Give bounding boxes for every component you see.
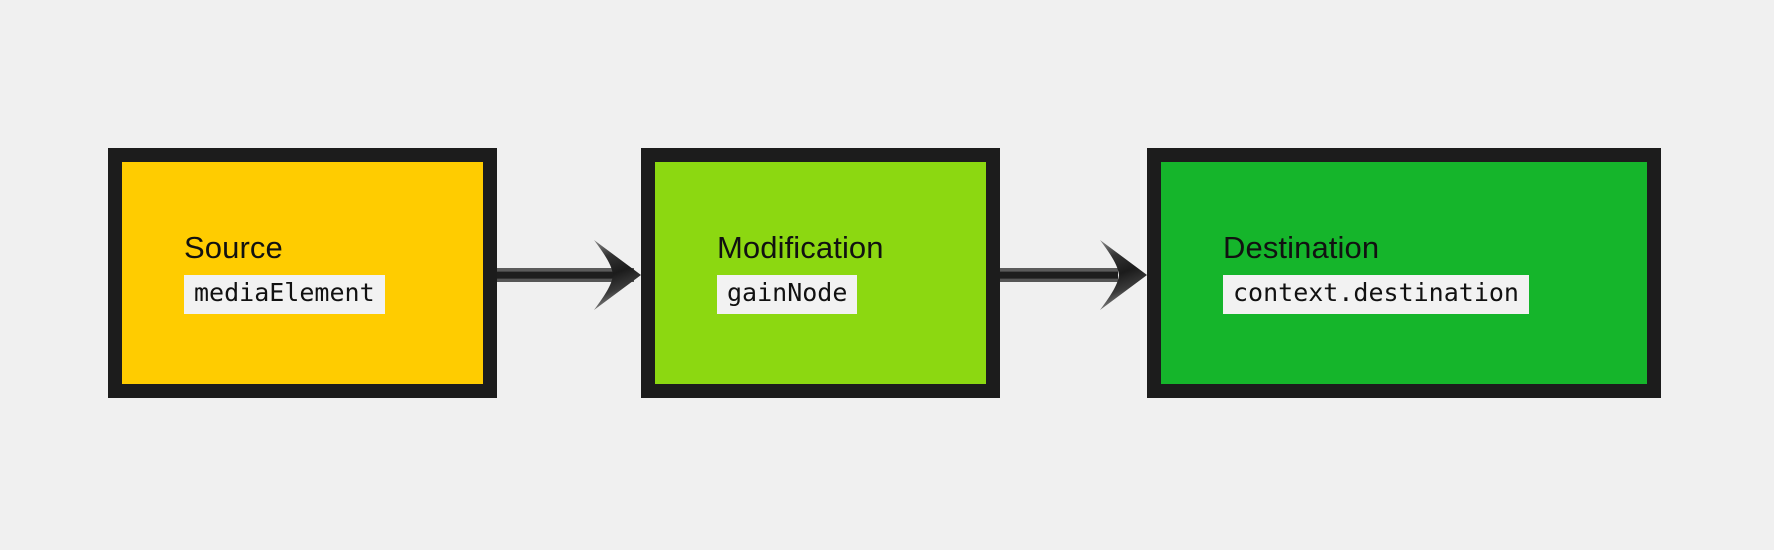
- node-modification-title: Modification: [717, 229, 884, 265]
- node-source-code-chip: mediaElement: [184, 275, 385, 315]
- node-destination-title: Destination: [1223, 229, 1380, 265]
- edge-modification-to-destination: [1000, 240, 1147, 310]
- node-source-title: Source: [184, 229, 283, 265]
- node-source[interactable]: Source mediaElement: [108, 148, 497, 398]
- node-modification-code-chip: gainNode: [717, 275, 858, 315]
- node-destination[interactable]: Destination context.destination: [1147, 148, 1661, 398]
- node-modification[interactable]: Modification gainNode: [641, 148, 1000, 398]
- edge-source-to-modification: [497, 240, 641, 310]
- node-destination-code-chip: context.destination: [1223, 275, 1529, 315]
